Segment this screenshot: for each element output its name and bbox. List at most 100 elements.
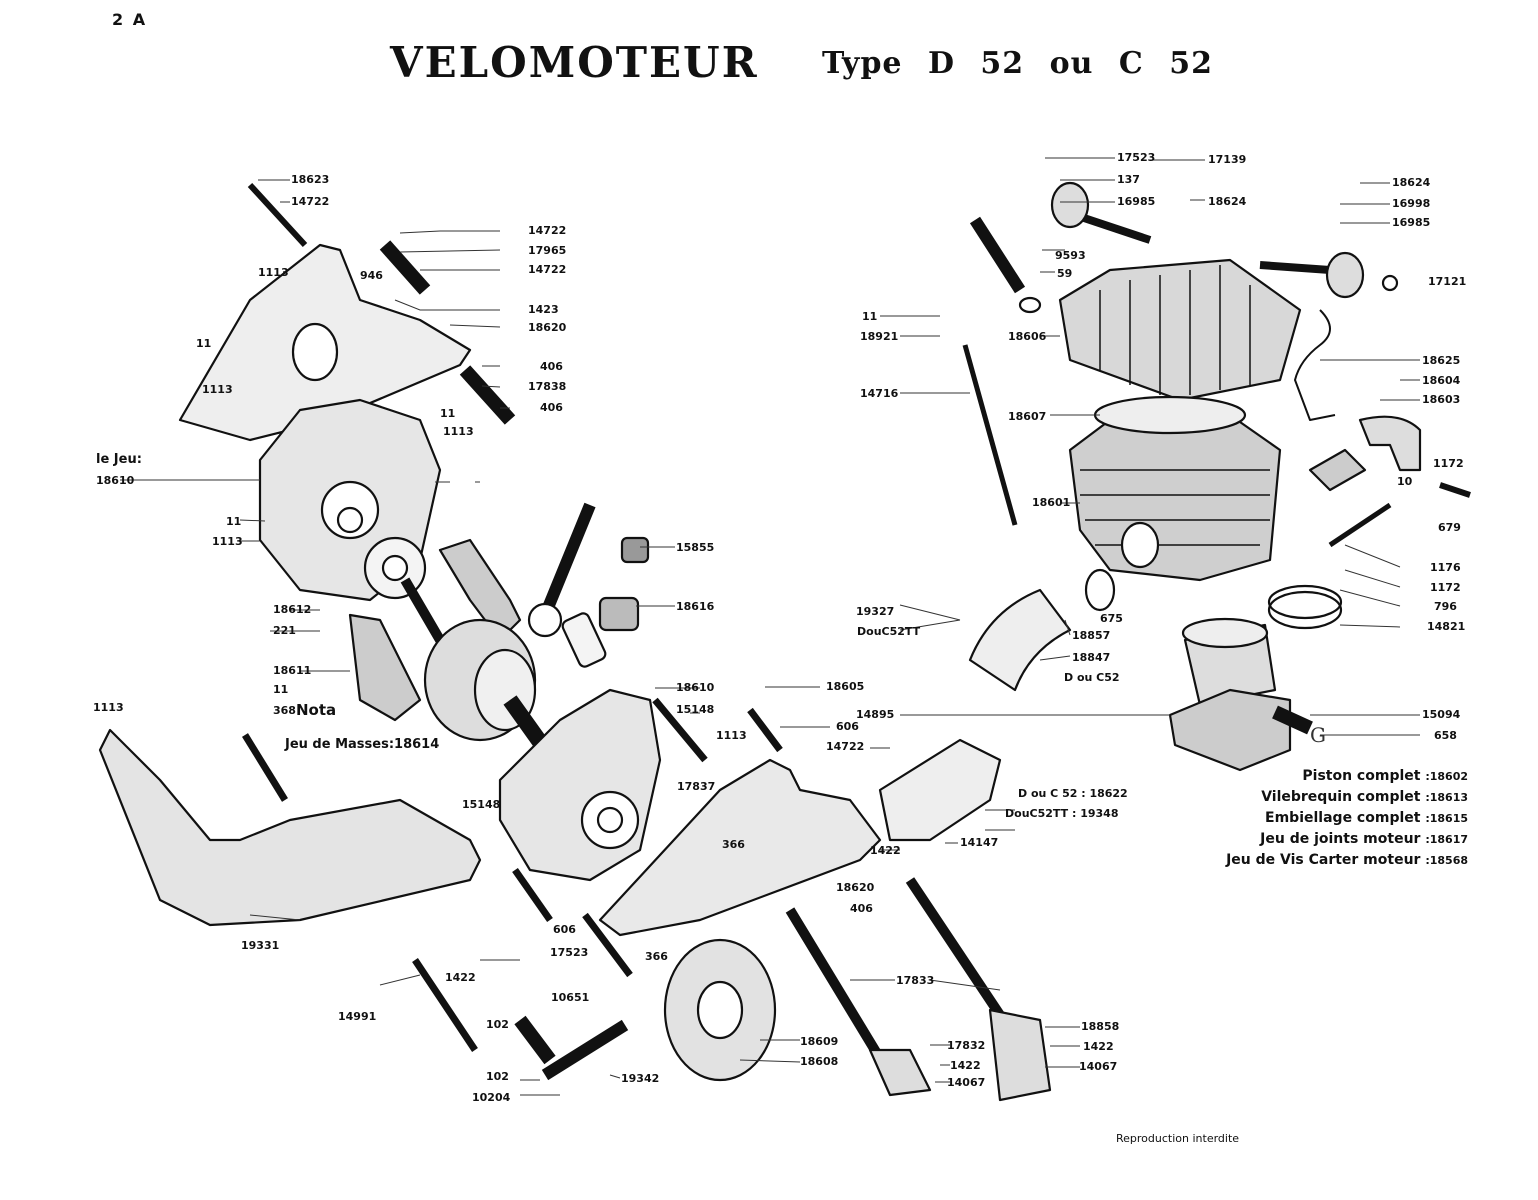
- part-label-59: 59: [1057, 267, 1073, 280]
- part-label-11: 11: [196, 337, 212, 350]
- part-label-1113: 1113: [258, 266, 289, 279]
- part-label-606: 606: [836, 720, 859, 733]
- bolt-679: [1439, 482, 1471, 498]
- part-label-796: 796: [1434, 600, 1457, 613]
- circlip-658-glyph: G: [1310, 723, 1326, 747]
- part-label-14722: 14722: [826, 740, 865, 753]
- part-label-18601: 18601: [1032, 496, 1071, 509]
- part-label-102: 102: [486, 1018, 509, 1031]
- part-label-366: 366: [645, 950, 668, 963]
- bolt-15148: [652, 697, 708, 763]
- part-label-18607: 18607: [1008, 410, 1047, 423]
- part-label-18606: 18606: [1008, 330, 1047, 343]
- part-label-11: 11: [226, 515, 242, 528]
- roller-16985-a: [1050, 181, 1090, 229]
- part-label-17838: 17838: [528, 380, 567, 393]
- gasket-right: [438, 538, 522, 642]
- clamp-17832: [868, 1048, 932, 1097]
- bolt-14991: [412, 958, 478, 1052]
- summary-item: Embiellage complet :18615: [1265, 810, 1468, 826]
- part-label-1172: 1172: [1433, 457, 1464, 470]
- tie-rod-17833-left: [785, 907, 895, 1078]
- part-label-1113: 1113: [93, 701, 124, 714]
- head-gasket-18607: [1093, 395, 1247, 435]
- summary-item: Piston complet :18602: [1302, 768, 1468, 784]
- base-gasket-14895: [1168, 688, 1292, 772]
- part-label-16985: 16985: [1117, 195, 1156, 208]
- part-label-1423: 1423: [528, 303, 559, 316]
- washer-59: [1018, 296, 1042, 314]
- plate-hole: [291, 322, 339, 382]
- part-label-14147: 14147: [960, 836, 999, 849]
- part-label-18921: 18921: [860, 330, 899, 343]
- part-label-14821: 14821: [1427, 620, 1466, 633]
- part-label-1422: 1422: [870, 844, 901, 857]
- stud-14716: [962, 344, 1018, 526]
- part-label-14722: 14722: [528, 263, 567, 276]
- part-label-18610: 18610: [96, 474, 135, 487]
- piston-pin-15094: [1272, 705, 1313, 735]
- part-label-11: 11: [273, 683, 289, 696]
- part-label-606: 606: [553, 923, 576, 936]
- nut-17121: [1381, 274, 1399, 292]
- spacer-17838: [459, 365, 516, 425]
- part-label-18625: 18625: [1422, 354, 1461, 367]
- part-label-18612: 18612: [273, 603, 312, 616]
- summary-item: Jeu de Vis Carter moteur :18568: [1226, 852, 1468, 868]
- bolt-606-top: [747, 707, 783, 753]
- part-label-10204: 10204: [472, 1091, 511, 1104]
- part-label-16985: 16985: [1392, 216, 1431, 229]
- part-label-17832: 17832: [947, 1039, 986, 1052]
- part-label-11: 11: [440, 407, 456, 420]
- skid-plate-19331: [98, 728, 482, 927]
- part-label-18605: 18605: [826, 680, 865, 693]
- exhaust-gasket-18604: [1308, 448, 1367, 492]
- part-label-1422: 1422: [445, 971, 476, 984]
- part-label-406: 406: [540, 401, 563, 414]
- clamp-18858: [988, 1008, 1052, 1102]
- part-label-18623: 18623: [291, 173, 330, 186]
- part-label-18603: 18603: [1422, 393, 1461, 406]
- part-label-14722: 14722: [291, 195, 330, 208]
- part-label-18610: 18610: [676, 681, 715, 694]
- part-label-1172: 1172: [1430, 581, 1461, 594]
- tie-rod-17833-right: [905, 877, 1015, 1033]
- part-label-17139: 17139: [1208, 153, 1247, 166]
- part-label-18608: 18608: [800, 1055, 839, 1068]
- part-label-18858: 18858: [1081, 1020, 1120, 1033]
- crank-pin: [561, 612, 607, 668]
- intake-pipe-19327: [968, 588, 1072, 692]
- part-label-14716: 14716: [860, 387, 899, 400]
- part-label-1422: 1422: [950, 1059, 981, 1072]
- part-label-18847-variant: D ou C52: [1064, 671, 1120, 684]
- part-label-15855: 15855: [676, 541, 715, 554]
- clip-18625: [1294, 309, 1336, 421]
- cylinder-head-18606: [1058, 258, 1302, 402]
- part-label-18620: 18620: [528, 321, 567, 334]
- crankshaft-shaft: [400, 577, 445, 643]
- bolt-366: [582, 912, 633, 978]
- part-label-19327-variant: DouC52TT: [857, 625, 921, 638]
- part-label-366: 366: [722, 838, 745, 851]
- part-label-14991: 14991: [338, 1010, 377, 1023]
- page-number: 2 A: [112, 10, 148, 29]
- part-label-19327: 19327: [856, 605, 895, 618]
- gasket-18611: [348, 613, 422, 722]
- part-label-1176: 1176: [1430, 561, 1461, 574]
- part-label-679: 679: [1438, 521, 1461, 534]
- cylinder-18601: [1068, 413, 1282, 582]
- part-label-18611: 18611: [273, 664, 312, 677]
- mounting-plate-bottom: [598, 758, 882, 937]
- roller-16985-b: [1325, 251, 1365, 299]
- part-label-14722: 14722: [528, 224, 567, 237]
- piston-rings-14821: [1267, 590, 1343, 630]
- part-label-17833: 17833: [896, 974, 935, 987]
- part-label-18604: 18604: [1422, 374, 1461, 387]
- connecting-rod: [539, 502, 596, 618]
- part-label-1113: 1113: [716, 729, 747, 742]
- page-title: VELOMOTEUR: [390, 38, 759, 87]
- part-label-17523: 17523: [550, 946, 589, 959]
- bolt-18623: [247, 182, 308, 248]
- needle-bearing-18616: [598, 596, 640, 632]
- bolt-368: [242, 733, 288, 802]
